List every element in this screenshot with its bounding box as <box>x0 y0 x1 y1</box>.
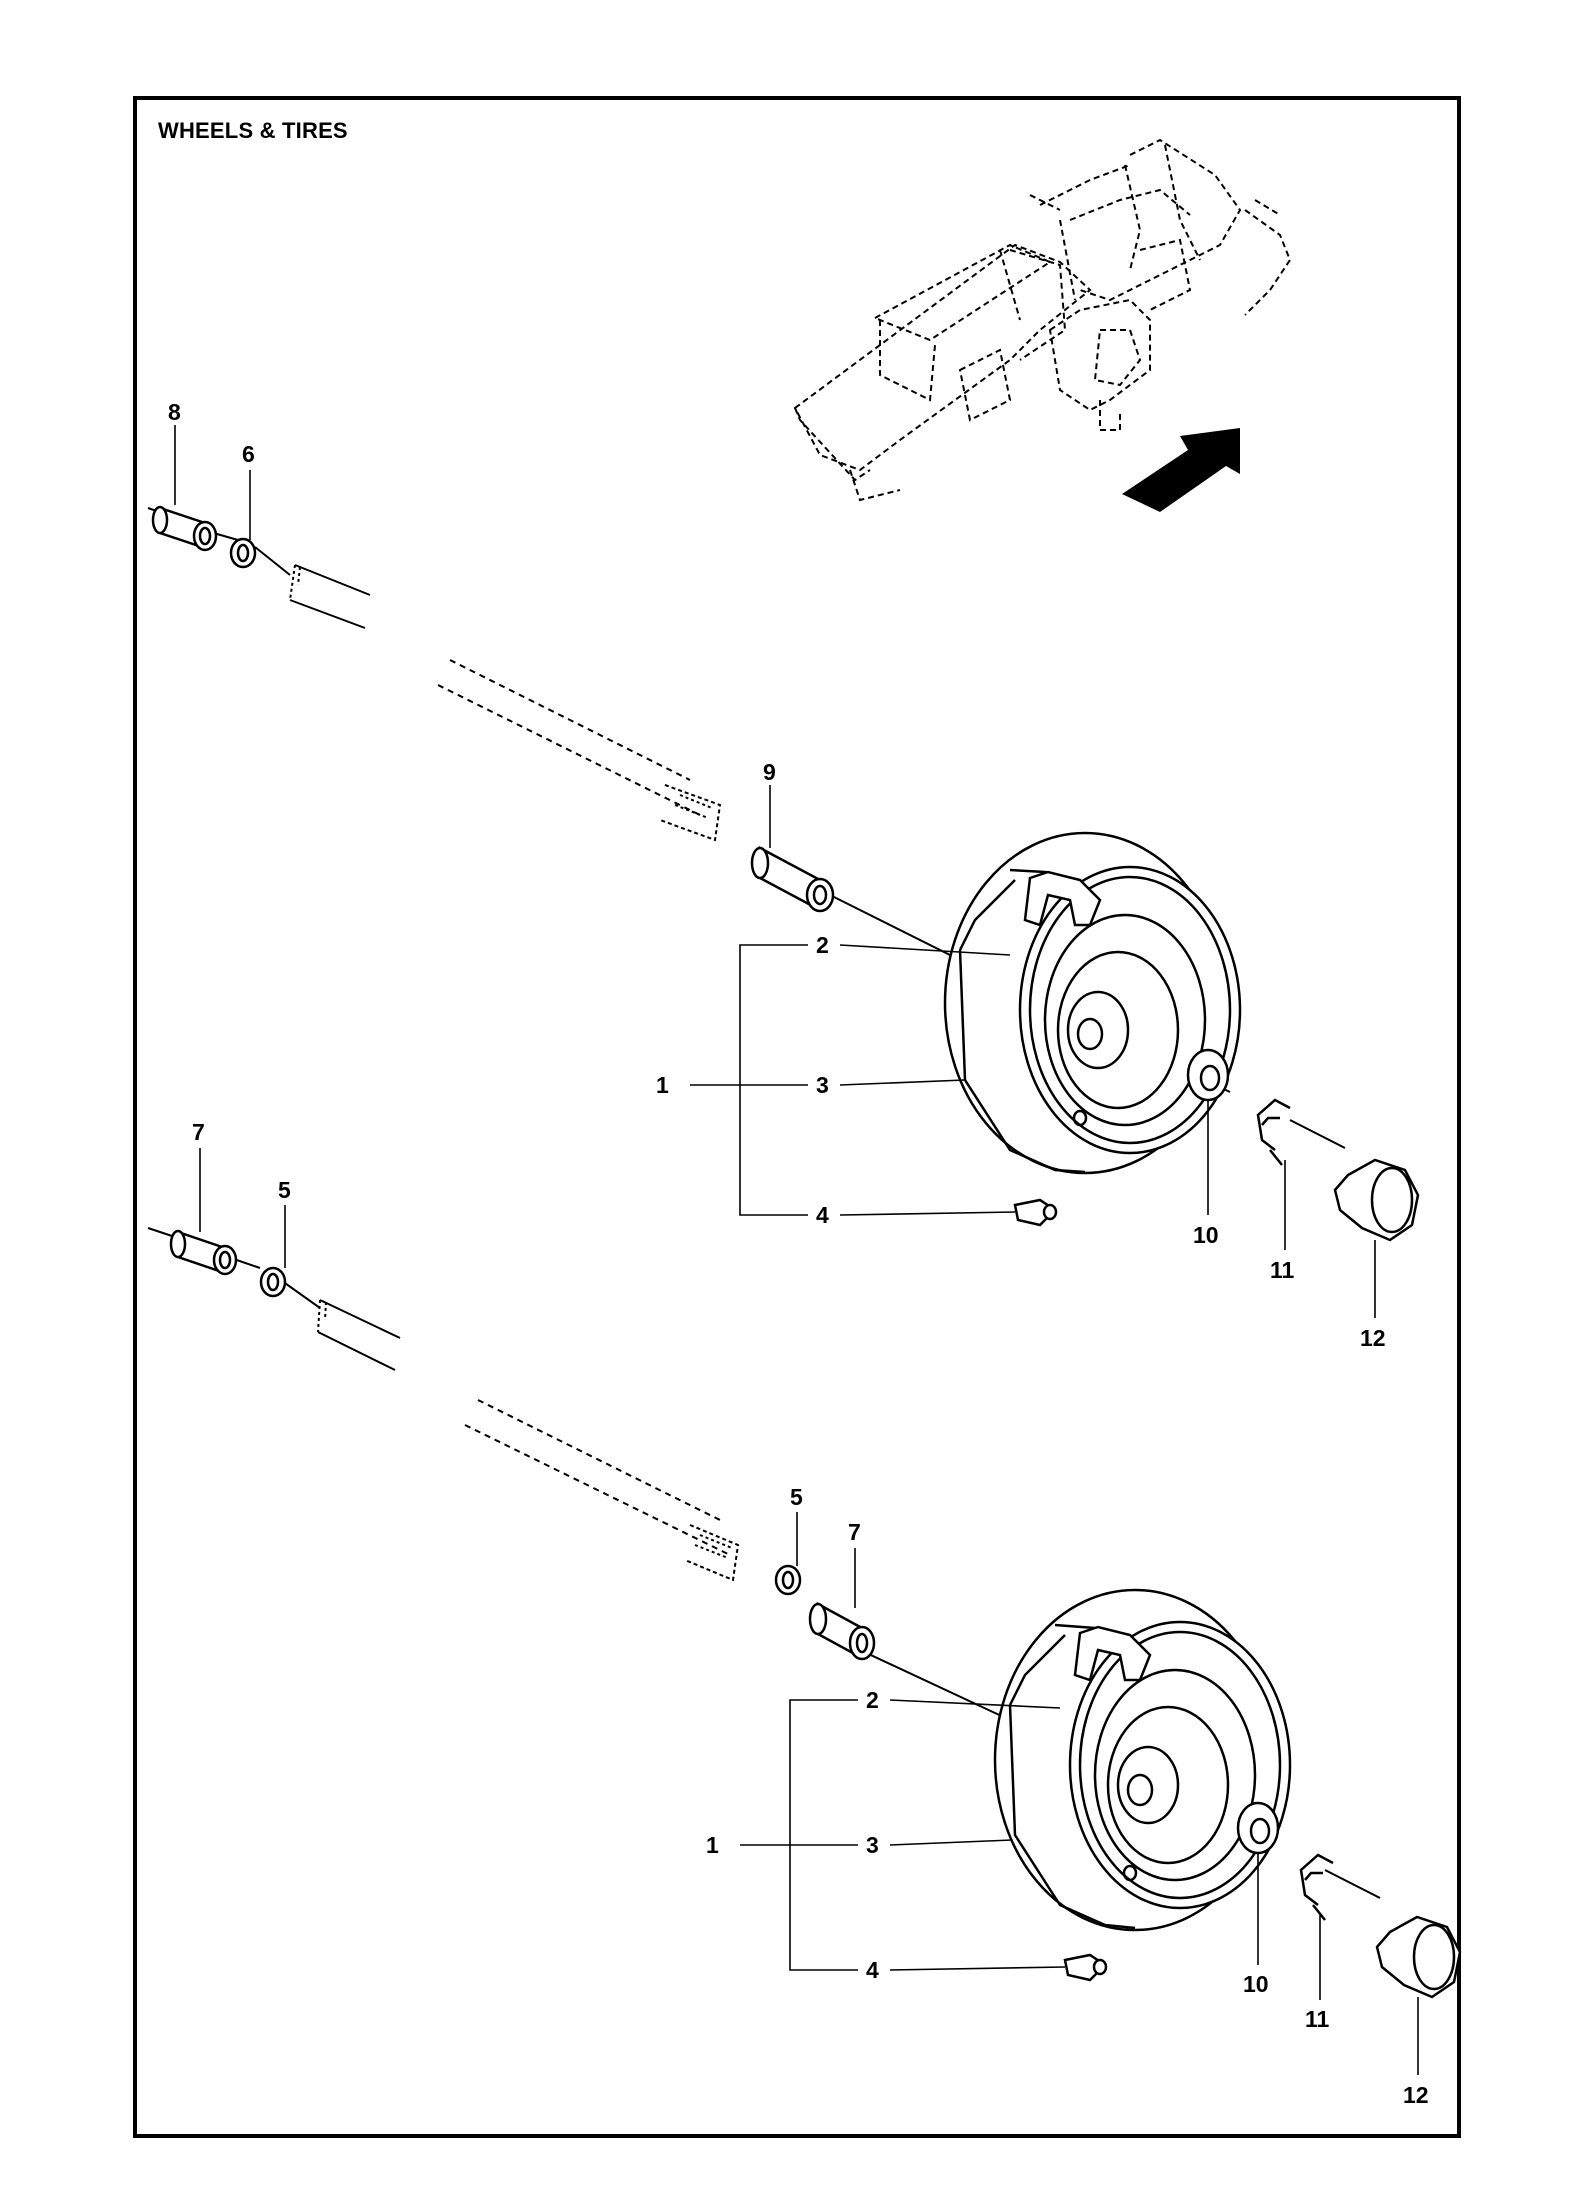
callout-3-bottom: 3 <box>866 1832 879 1858</box>
callout-4-bottom: 4 <box>866 1957 879 1983</box>
callout-11-bottom: 11 <box>1305 2006 1330 2032</box>
top-cap-12 <box>1333 1158 1420 1242</box>
callout-7: 7 <box>192 1119 205 1145</box>
bottom-valve-stem-4 <box>1063 1953 1108 1982</box>
callout-12: 12 <box>1360 1325 1386 1351</box>
bottom-clip-11 <box>1299 1853 1334 1921</box>
top-spacer-9 <box>750 845 835 913</box>
callout-8: 8 <box>168 399 181 425</box>
callout-5: 5 <box>278 1177 291 1203</box>
left-washer-5 <box>259 1266 287 1298</box>
callout-7-bottom: 7 <box>848 1519 861 1545</box>
callout-9: 9 <box>763 759 776 785</box>
callout-6: 6 <box>242 441 255 467</box>
top-valve-stem-4 <box>1013 1198 1058 1227</box>
top-clip-11 <box>1256 1098 1291 1166</box>
callout-10: 10 <box>1193 1222 1219 1248</box>
direction-arrow-icon <box>1122 428 1240 512</box>
top-washer-6 <box>229 537 257 569</box>
tractor-frame-thumbnail <box>793 138 1292 502</box>
bottom-callouts: 5 7 2 3 1 4 10 11 12 <box>706 1484 1429 2108</box>
callout-1-bottom: 1 <box>706 1832 719 1858</box>
callout-11: 11 <box>1270 1257 1295 1283</box>
callout-5-bottom: 5 <box>790 1484 803 1510</box>
callout-3: 3 <box>816 1072 829 1098</box>
diagram-title: WHEELS & TIRES <box>158 118 348 143</box>
callout-10-bottom: 10 <box>1243 1971 1269 1997</box>
callout-2: 2 <box>816 932 829 958</box>
bottom-cap-12 <box>1375 1915 1462 1999</box>
callout-12-bottom: 12 <box>1403 2082 1429 2108</box>
left-spacer-7 <box>169 1229 238 1276</box>
bottom-wheel <box>993 1588 1292 1932</box>
callout-4: 4 <box>816 1202 829 1228</box>
bottom-washer-10 <box>1236 1801 1280 1855</box>
bottom-spacer-7 <box>808 1601 876 1661</box>
top-leader-lines <box>174 425 1376 1318</box>
top-spacer-8 <box>151 505 218 552</box>
bottom-washer-5 <box>774 1564 802 1596</box>
top-washer-10 <box>1186 1048 1230 1102</box>
callout-1: 1 <box>656 1072 669 1098</box>
bottom-leader-lines <box>199 1148 1419 2075</box>
top-callouts: 8 6 9 2 3 1 4 7 5 10 11 12 <box>168 399 1386 1351</box>
callout-2-bottom: 2 <box>866 1687 879 1713</box>
top-wheel <box>943 831 1242 1175</box>
